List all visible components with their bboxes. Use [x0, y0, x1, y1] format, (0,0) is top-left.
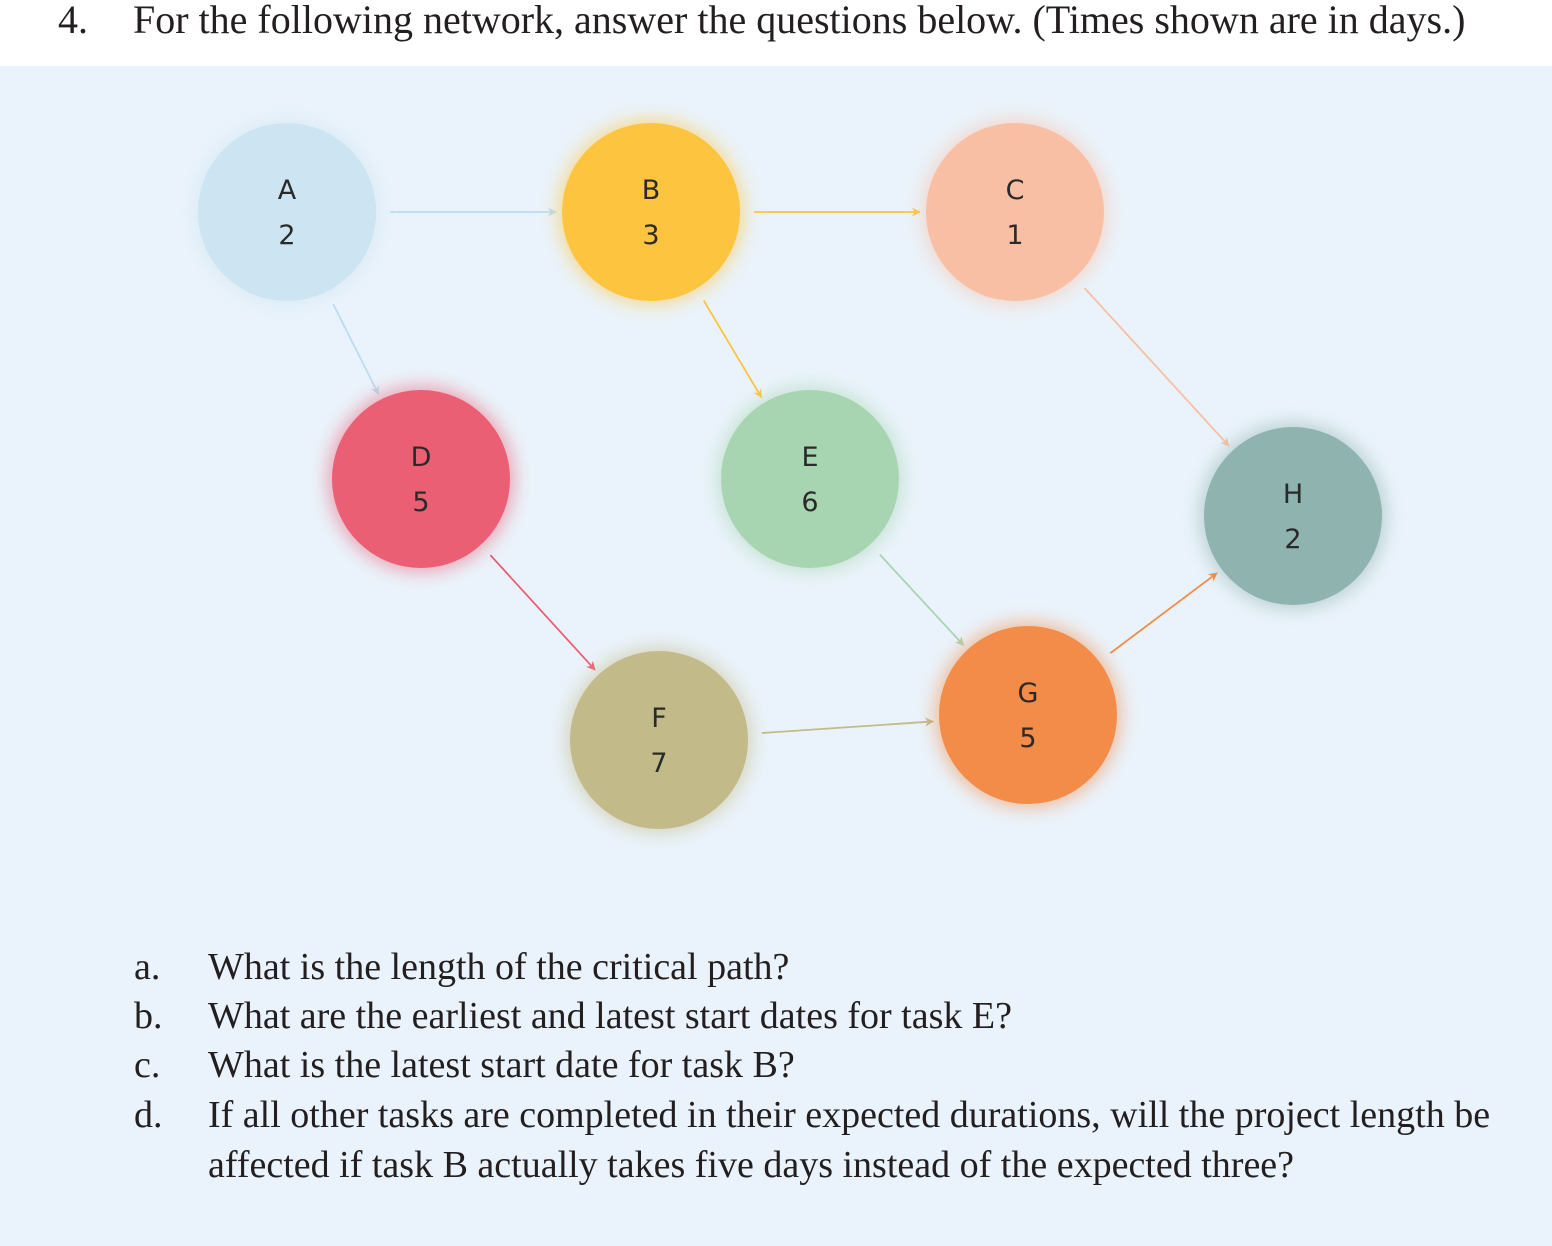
sub-question-text: What is the latest start date for task B…	[208, 1044, 795, 1086]
node-circle	[721, 390, 899, 568]
edge-g-h	[1109, 572, 1218, 654]
sub-question-letter: b.	[134, 995, 163, 1037]
edge-f-g	[761, 717, 935, 734]
edges-layer	[332, 207, 1230, 734]
node-label: B	[642, 175, 661, 206]
node-duration: 5	[412, 487, 429, 518]
node-c: C1	[922, 119, 1108, 305]
node-duration: 2	[1284, 524, 1301, 555]
node-circle	[926, 123, 1104, 301]
node-e: E6	[717, 386, 903, 572]
node-label: A	[278, 175, 297, 206]
question-number: 4.	[58, 0, 88, 42]
sub-question-letter: a.	[134, 946, 161, 988]
sub-question-letter: c.	[134, 1044, 161, 1086]
node-circle	[570, 651, 748, 829]
sub-question-text: What is the length of the critical path?	[208, 946, 790, 988]
node-label: C	[1006, 175, 1025, 206]
node-circle	[939, 626, 1117, 804]
node-label: G	[1018, 678, 1039, 709]
node-a: A2	[194, 119, 380, 305]
node-h: H2	[1200, 423, 1386, 609]
sub-question-text: What are the earliest and latest start d…	[208, 995, 1012, 1037]
node-duration: 7	[650, 748, 667, 779]
node-g: G5	[935, 622, 1121, 808]
node-f: F7	[566, 647, 752, 833]
node-b: B3	[558, 119, 744, 305]
question-header: 4. For the following network, answer the…	[0, 0, 1552, 60]
sub-question-letter: d.	[134, 1094, 163, 1136]
node-duration: 1	[1006, 220, 1023, 251]
node-circle	[562, 123, 740, 301]
node-duration: 5	[1019, 723, 1036, 754]
edge-a-d	[332, 303, 380, 395]
edge-c-h	[1083, 287, 1230, 447]
node-label: D	[411, 442, 432, 473]
edge-e-g	[879, 554, 965, 646]
node-label: E	[801, 442, 818, 473]
edge-b-e	[702, 300, 763, 399]
node-label: F	[651, 703, 667, 734]
node-duration: 2	[278, 220, 295, 251]
question-prompt: For the following network, answer the qu…	[133, 0, 1466, 42]
node-duration: 3	[642, 220, 659, 251]
node-duration: 6	[801, 487, 818, 518]
node-circle	[332, 390, 510, 568]
node-label: H	[1283, 479, 1303, 510]
edge-d-f	[489, 554, 596, 671]
node-circle	[1204, 427, 1382, 605]
node-d: D5	[328, 386, 514, 572]
node-circle	[198, 123, 376, 301]
sub-question-text: If all other tasks are completed in thei…	[208, 1094, 1491, 1186]
